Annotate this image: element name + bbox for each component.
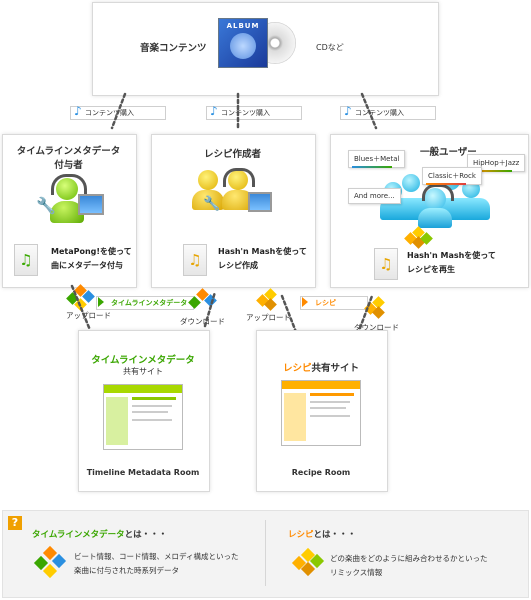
wrench-icon: 🔧 xyxy=(203,196,221,212)
recipe-creator-box xyxy=(151,134,316,288)
download-label-left: ダウンロード xyxy=(180,317,225,326)
headphones-icon xyxy=(51,174,87,195)
music-note-icon: ♪ xyxy=(344,104,352,118)
legend-recipe-desc-2: リミックス情報 xyxy=(330,568,383,577)
question-badge: ? xyxy=(8,516,22,530)
recipe-room-box xyxy=(256,330,388,492)
annotator-title-1: タイムラインメタデータ xyxy=(16,146,121,157)
creator-desc-2: レシピ作成 xyxy=(218,261,258,270)
general-user-title: 一般ユーザー xyxy=(420,147,477,158)
annotator-desc-2: 曲にメタデータ付与 xyxy=(51,261,123,270)
tag-arrow-icon xyxy=(302,297,308,307)
hashnmash-app-icon: ♫ xyxy=(374,248,398,280)
upload-label-left: アップロード xyxy=(66,311,111,320)
purchase-tag-center: コンテンツ購入 xyxy=(206,106,302,120)
headphones-icon xyxy=(422,184,454,201)
legend-timeline-desc-2: 楽曲に付与された時系列データ xyxy=(74,566,179,575)
album-icon-front: ALBUM xyxy=(218,18,268,68)
legend-recipe-heading: レシピとは・・・ xyxy=(288,530,357,540)
music-note-icon: ♪ xyxy=(210,104,218,118)
recipe-tag: レシピ xyxy=(300,296,368,310)
legend-timeline-desc-1: ビート情報、コード情報、メロディ構成といった xyxy=(74,552,239,561)
genre-underline xyxy=(472,170,512,172)
hashnmash-app-icon: ♫ xyxy=(183,244,207,276)
annotator-title-2: 付与者 xyxy=(54,160,83,171)
monitor-icon xyxy=(78,194,104,215)
timeline-room-subtitle: 共有サイト xyxy=(123,367,163,376)
creator-desc-1: Hash'n Mashを使って xyxy=(218,247,307,256)
user-desc-2: レシピを再生 xyxy=(407,265,455,274)
timeline-room-title: タイムラインメタデータ xyxy=(91,355,195,366)
headphones-icon xyxy=(223,168,255,187)
monitor-icon xyxy=(248,192,272,212)
recipe-creator-title: レシピ作成者 xyxy=(203,149,261,160)
recipe-room-screenshot[interactable] xyxy=(281,380,361,446)
purchase-tag-right: コンテンツ購入 xyxy=(340,106,436,120)
wrench-icon: 🔧 xyxy=(36,196,56,215)
flow-arrows-bottom xyxy=(70,284,374,334)
legend-divider xyxy=(265,520,266,586)
recipe-room-title: レシピ共有サイト xyxy=(282,363,360,374)
upload-label-right: アップロード xyxy=(246,313,291,322)
music-content-title: 音楽コンテンツ xyxy=(140,43,207,54)
genre-underline xyxy=(426,183,466,185)
cd-label: CDなど xyxy=(316,43,344,52)
tag-arrow-icon xyxy=(98,297,104,307)
legend-recipe-desc: どの楽曲をどのように組み合わせるかといった xyxy=(330,554,488,563)
timeline-room-screenshot[interactable] xyxy=(103,384,183,450)
metapong-app-icon: ♫ xyxy=(14,244,38,276)
annotator-desc-1: MetaPong!を使って xyxy=(51,247,132,256)
flow-arrows-top xyxy=(110,92,378,130)
download-label-right: ダウンロード xyxy=(354,323,399,332)
genre-and-more: And more... xyxy=(348,188,401,204)
music-note-icon: ♪ xyxy=(74,104,82,118)
genre-underline xyxy=(352,166,392,168)
timeline-room-name: Timeline Metadata Room xyxy=(86,468,200,477)
user-desc-1: Hash'n Mashを使って xyxy=(407,251,496,260)
recipe-room-name: Recipe Room xyxy=(291,468,351,477)
legend-timeline-heading: タイムラインメタデータとは・・・ xyxy=(32,530,168,540)
